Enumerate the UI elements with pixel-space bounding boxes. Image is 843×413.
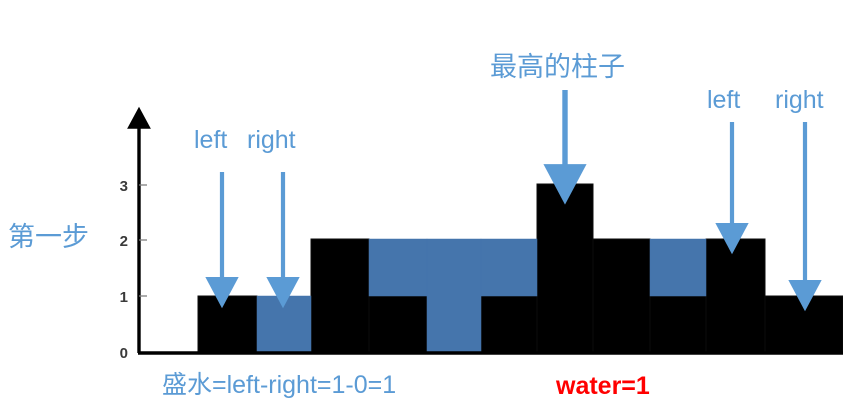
water-block-3 (368, 238, 428, 297)
water-block-5 (480, 238, 538, 297)
bar-0 (197, 295, 258, 354)
step-label: 第一步 (8, 222, 89, 252)
bar-8 (649, 295, 707, 354)
pointer-label-right-2: right (775, 86, 824, 114)
water-block-8 (649, 238, 707, 297)
y-tick-label-0: 0 (119, 345, 128, 362)
tallest-bar-annotation: 最高的柱子 (490, 52, 625, 82)
y-tick-label-3: 3 (119, 178, 128, 195)
annotation-arrows (205, 90, 822, 312)
y-tick-label-1: 1 (119, 289, 128, 306)
y-tick-label-2: 2 (119, 233, 128, 250)
water-fill (256, 238, 707, 354)
bar-3 (368, 295, 428, 354)
bottom-result-label: water=1 (556, 372, 650, 400)
bar-7 (592, 238, 651, 354)
pointer-label-right-1: right (247, 126, 296, 154)
water-block-4 (426, 238, 482, 354)
bar-5 (480, 295, 538, 354)
bar-2 (310, 238, 370, 354)
bar-10 (764, 295, 843, 354)
axes (127, 106, 843, 355)
bottom-formula-label: 盛水=left-right=1-0=1 (162, 371, 397, 399)
pointer-label-left-1: left (194, 126, 228, 154)
water-block-1 (256, 295, 312, 354)
bar-9 (705, 238, 766, 354)
bar-6-tallest (536, 183, 594, 354)
pointer-label-left-2: left (707, 86, 741, 114)
